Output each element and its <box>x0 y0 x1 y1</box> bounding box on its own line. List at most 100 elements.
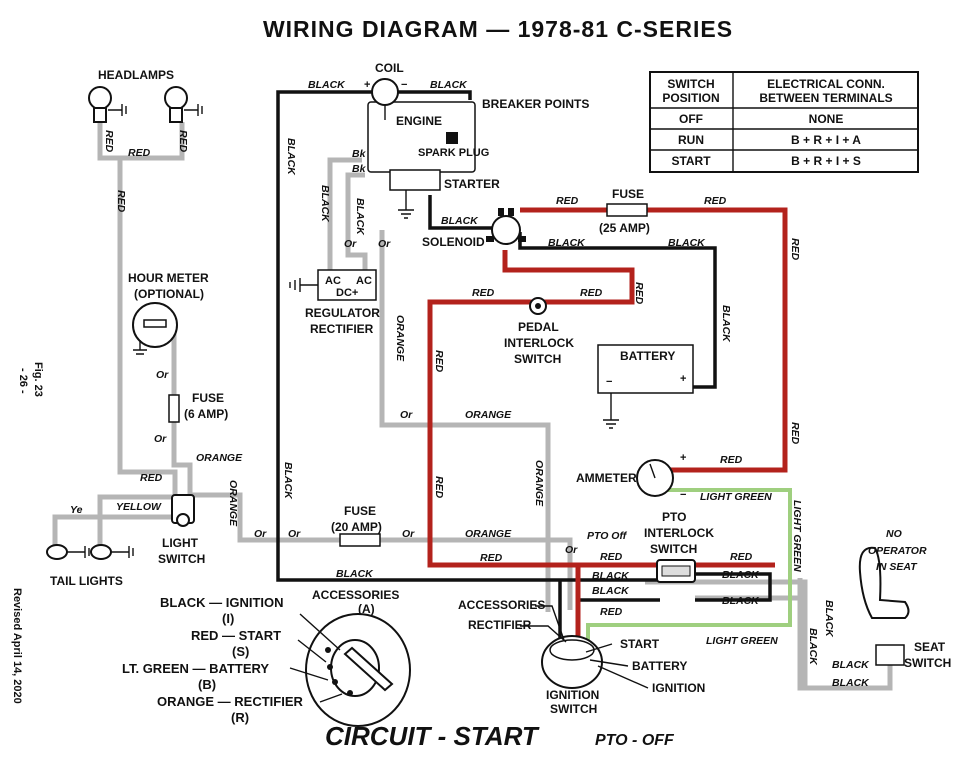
svg-text:B + R + I + S: B + R + I + S <box>791 154 861 168</box>
svg-text:BLACK — IGNITION: BLACK — IGNITION <box>160 595 284 610</box>
svg-text:RED — START: RED — START <box>191 628 281 643</box>
svg-text:−: − <box>680 489 686 501</box>
gray-wires <box>52 122 893 691</box>
svg-text:AC: AC <box>356 275 372 287</box>
svg-text:(R): (R) <box>231 710 249 725</box>
svg-text:BLACK: BLACK <box>308 79 346 91</box>
svg-text:RED: RED <box>472 287 495 299</box>
svg-text:RED: RED <box>480 552 503 564</box>
svg-text:INTERLOCK: INTERLOCK <box>644 526 714 540</box>
switch-table: SWITCH POSITION ELECTRICAL CONN. BETWEEN… <box>649 71 919 173</box>
svg-text:LIGHT GREEN: LIGHT GREEN <box>791 500 803 572</box>
svg-text:FUSE: FUSE <box>612 187 644 201</box>
spark-plug-label: SPARK PLUG <box>418 147 489 159</box>
svg-text:LIGHT GREEN: LIGHT GREEN <box>706 635 778 647</box>
svg-text:ELECTRICAL CONN.: ELECTRICAL CONN. <box>767 77 885 91</box>
svg-text:START: START <box>671 154 711 168</box>
svg-text:(6 AMP): (6 AMP) <box>184 407 228 421</box>
svg-text:ACCESSORIES: ACCESSORIES <box>312 588 399 602</box>
svg-text:(S): (S) <box>232 644 249 659</box>
rectifier-terminal-label: RECTIFIER <box>468 618 532 632</box>
svg-text:ORANGE: ORANGE <box>465 409 512 421</box>
start-terminal-label: START <box>620 637 660 651</box>
svg-text:BLACK: BLACK <box>720 305 732 343</box>
svg-text:RED: RED <box>115 190 127 213</box>
light-switch: LIGHT SWITCH <box>158 494 205 566</box>
svg-text:ORANGE: ORANGE <box>227 480 239 527</box>
svg-text:OFF: OFF <box>679 112 703 126</box>
svg-text:−: − <box>606 376 612 388</box>
svg-text:BLACK: BLACK <box>430 79 468 91</box>
svg-text:FUSE: FUSE <box>192 391 224 405</box>
svg-text:−: − <box>401 79 407 91</box>
svg-text:BLACK: BLACK <box>319 185 331 223</box>
svg-text:RED: RED <box>600 606 623 618</box>
svg-text:BLACK: BLACK <box>722 595 760 607</box>
svg-text:RECTIFIER: RECTIFIER <box>310 322 374 336</box>
svg-text:Ye: Ye <box>70 504 83 516</box>
circuit-caption: CIRCUIT - START <box>325 721 540 751</box>
svg-text:Or: Or <box>254 528 267 540</box>
svg-text:Or: Or <box>565 544 578 556</box>
svg-text:Or: Or <box>344 238 357 250</box>
svg-text:(A): (A) <box>358 602 375 616</box>
svg-text:BLACK: BLACK <box>668 237 706 249</box>
svg-text:RED: RED <box>730 551 753 563</box>
svg-text:BLACK: BLACK <box>592 570 630 582</box>
pto-caption: PTO - OFF <box>595 732 675 749</box>
svg-text:BATTERY: BATTERY <box>620 349 675 363</box>
svg-text:AC: AC <box>325 275 341 287</box>
ammeter: AMMETER + − <box>576 452 686 501</box>
key-legend: BLACK — IGNITION (I) RED — START (S) LT.… <box>122 588 399 725</box>
pedal-interlock-switch: PEDAL INTERLOCK SWITCH <box>504 297 574 366</box>
svg-text:YELLOW: YELLOW <box>116 501 162 513</box>
starter-label: STARTER <box>444 177 500 191</box>
svg-text:AMMETER: AMMETER <box>576 471 637 485</box>
svg-text:RED: RED <box>600 551 623 563</box>
svg-text:POSITION: POSITION <box>662 91 719 105</box>
svg-text:BLACK: BLACK <box>441 215 479 227</box>
svg-text:SWITCH: SWITCH <box>650 542 697 556</box>
svg-text:BLACK: BLACK <box>548 237 586 249</box>
svg-text:BLACK: BLACK <box>336 568 374 580</box>
page-number: - 26 - <box>17 368 29 394</box>
terminal-leader-lines <box>520 605 649 689</box>
svg-text:INTERLOCK: INTERLOCK <box>504 336 574 350</box>
svg-text:BLACK: BLACK <box>832 677 870 689</box>
engine: ENGINE SPARK PLUG <box>367 101 489 219</box>
ignition-key-icon <box>289 613 411 727</box>
svg-text:RED: RED <box>633 282 645 305</box>
coil: COIL + − <box>364 61 407 120</box>
svg-text:RUN: RUN <box>678 133 704 147</box>
svg-text:RED: RED <box>103 130 115 153</box>
svg-text:HEADLAMPS: HEADLAMPS <box>98 68 174 82</box>
svg-text:RED: RED <box>128 147 151 159</box>
seat-icon: NO OPERATOR IN SEAT SEAT SWITCH <box>858 528 951 670</box>
svg-text:RED: RED <box>789 238 801 261</box>
svg-text:TAIL LIGHTS: TAIL LIGHTS <box>50 574 123 588</box>
pto-interlock-switch: PTO INTERLOCK SWITCH PTO Off <box>587 510 714 583</box>
svg-text:(20 AMP): (20 AMP) <box>331 520 382 534</box>
svg-text:Bk: Bk <box>352 163 367 175</box>
headlamps: HEADLAMPS <box>88 68 203 123</box>
solenoid: SOLENOID <box>422 208 526 249</box>
fuse-6-amp: FUSE (6 AMP) <box>168 391 228 423</box>
svg-text:RED: RED <box>433 476 445 499</box>
svg-text:SEAT: SEAT <box>914 640 946 654</box>
svg-text:RED: RED <box>704 195 727 207</box>
svg-text:RED: RED <box>580 287 603 299</box>
svg-text:PTO Off: PTO Off <box>587 530 628 542</box>
svg-text:IGNITION: IGNITION <box>546 688 599 702</box>
svg-text:Or: Or <box>288 528 301 540</box>
svg-text:REGULATOR: REGULATOR <box>305 306 380 320</box>
svg-text:Or: Or <box>378 238 391 250</box>
svg-text:ORANGE: ORANGE <box>196 452 243 464</box>
svg-text:OPERATOR: OPERATOR <box>868 545 927 557</box>
svg-text:BLACK: BLACK <box>282 462 294 500</box>
svg-text:SWITCH: SWITCH <box>514 352 561 366</box>
svg-text:SOLENOID: SOLENOID <box>422 235 485 249</box>
svg-text:RED: RED <box>789 422 801 445</box>
svg-text:RED: RED <box>556 195 579 207</box>
svg-text:+: + <box>364 79 370 91</box>
